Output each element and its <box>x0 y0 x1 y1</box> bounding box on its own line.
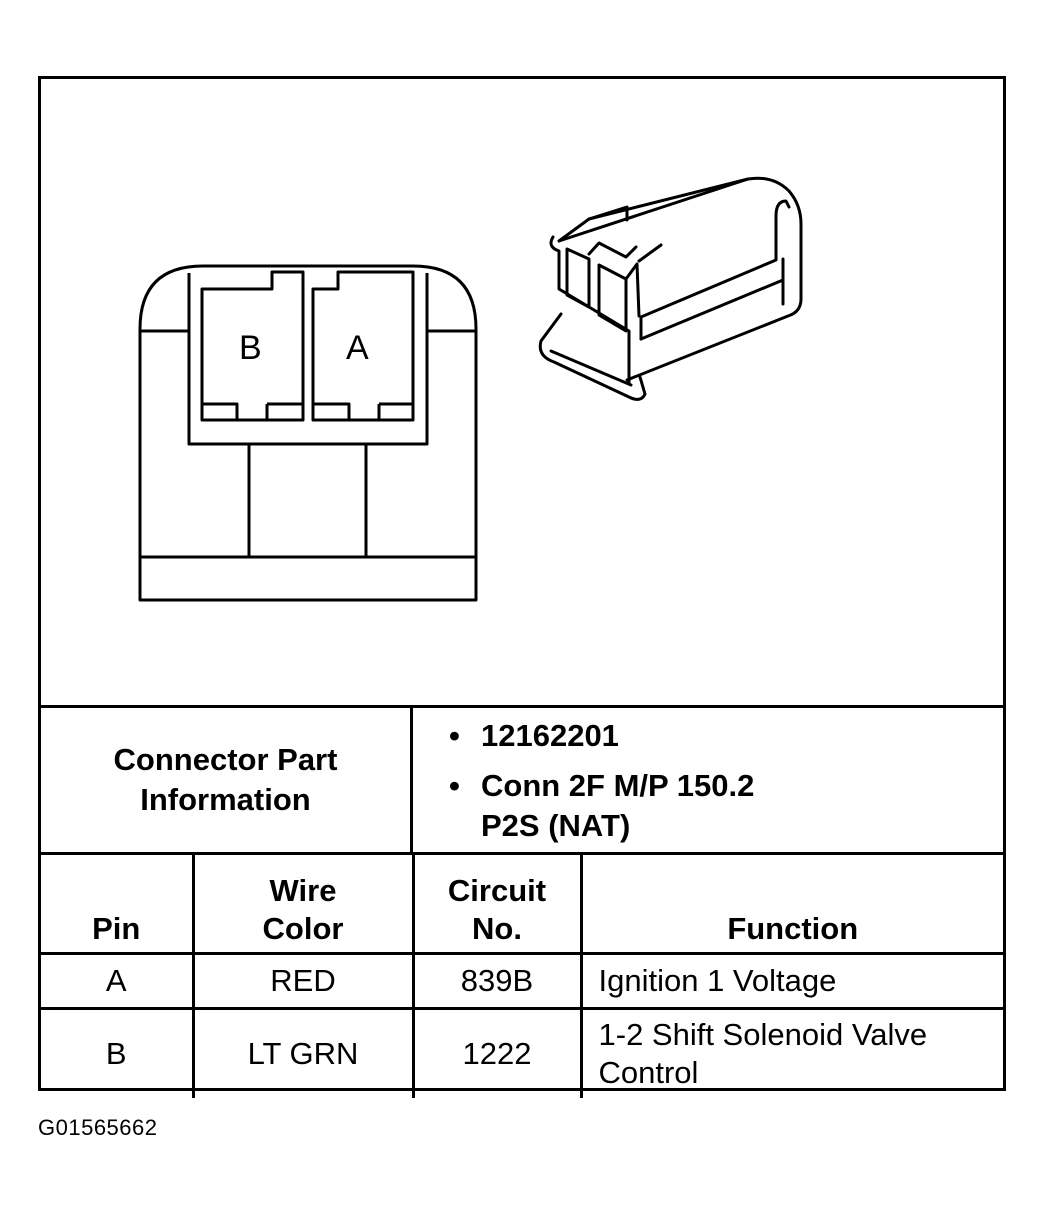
figure-code: G01565662 <box>38 1115 158 1140</box>
connector-part-info-row: Connector Part Information • 12162201 • … <box>41 705 1003 852</box>
bullet-icon: • <box>449 718 460 753</box>
part-number: 12162201 <box>481 718 619 753</box>
part-number-item: • 12162201 <box>449 716 901 756</box>
cavity-a-label: A <box>346 329 369 367</box>
table-row: B LT GRN 1222 1-2 Shift Solenoid Valve C… <box>41 1007 1003 1098</box>
header-pin: Pin <box>41 852 195 955</box>
connector-face-view <box>138 264 478 602</box>
pin-table-header: Pin Wire Color Circuit No. Function <box>41 852 1003 955</box>
wire-color-cell: LT GRN <box>191 1007 415 1098</box>
connector-drawing-area: B A <box>41 79 1003 705</box>
connector-isometric-view <box>538 176 803 401</box>
connector-description-item: • Conn 2F M/P 150.2 P2S (NAT) <box>449 766 811 846</box>
connector-part-info-list: • 12162201 • Conn 2F M/P 150.2 P2S (NAT) <box>413 708 1003 852</box>
bullet-icon: • <box>449 768 460 803</box>
diagram-frame: B A <box>38 76 1006 1098</box>
pin-cell: B <box>41 1007 195 1098</box>
wire-color-cell: RED <box>191 952 415 1010</box>
connector-description: Conn 2F M/P 150.2 P2S (NAT) <box>481 768 755 843</box>
circuit-cell: 1222 <box>411 1007 583 1098</box>
connector-part-info-label: Connector Part Information <box>41 708 413 852</box>
cavity-b-label: B <box>239 329 262 367</box>
function-cell: Ignition 1 Voltage <box>579 952 1003 1010</box>
pin-cell: A <box>41 952 195 1010</box>
table-row: A RED 839B Ignition 1 Voltage <box>41 952 1003 1010</box>
circuit-cell: 839B <box>411 952 583 1010</box>
header-wire-color: Wire Color <box>191 852 415 955</box>
function-cell: 1-2 Shift Solenoid Valve Control <box>579 1007 1003 1098</box>
header-circuit-no: Circuit No. <box>411 852 583 955</box>
header-function: Function <box>579 852 1003 955</box>
pin-table: Pin Wire Color Circuit No. Function A RE… <box>41 852 1003 1098</box>
